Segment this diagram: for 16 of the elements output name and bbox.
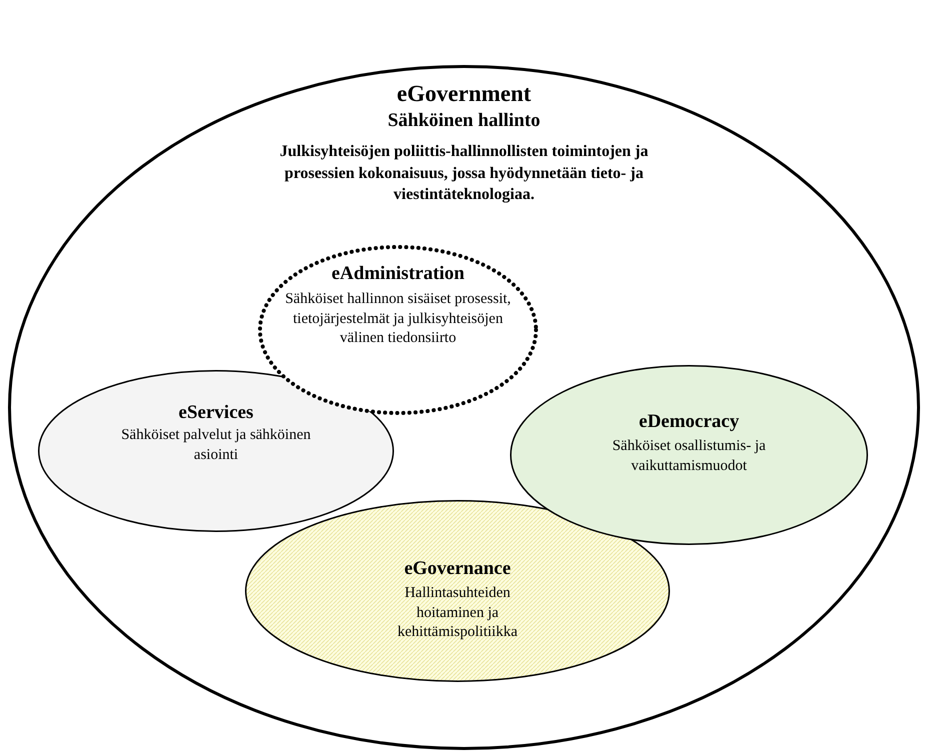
- dotted-ellipse: [258, 245, 538, 415]
- description: Hallintasuhteiden hoitaminen ja kehittämispolitiikka: [396, 584, 518, 642]
- description: Sähköiset osallistumis- ja vaikuttamismuodot: [611, 437, 767, 476]
- heading: eGovernance: [403, 558, 512, 580]
- hatched-ellipse: [245, 500, 670, 682]
- heading: eDemocracy: [638, 411, 740, 433]
- heading: eGovernment: [396, 81, 532, 106]
- ellipse-region: [510, 365, 868, 545]
- outer-ellipse: [8, 65, 920, 750]
- description: Sähköiset hallinnon sisäiset prosessit, tietojärjestelmät ja julkisyhteisöjen välinen tiedonsiirto: [284, 290, 512, 348]
- ellipse-region: [38, 370, 394, 532]
- description: Sähköiset palvelut ja sähköinen asiointi: [120, 426, 312, 464]
- heading: eAdministration: [330, 263, 466, 285]
- heading: eServices: [178, 402, 254, 424]
- subheading: Sähköinen hallinto: [386, 110, 542, 132]
- description: Julkisyhteisöjen poliittis-hallinnollisten toimintojen ja prosessien kokonaisuus, jossa hyödynnetään tieto- ja viestintäteknologiaa.: [278, 142, 650, 206]
